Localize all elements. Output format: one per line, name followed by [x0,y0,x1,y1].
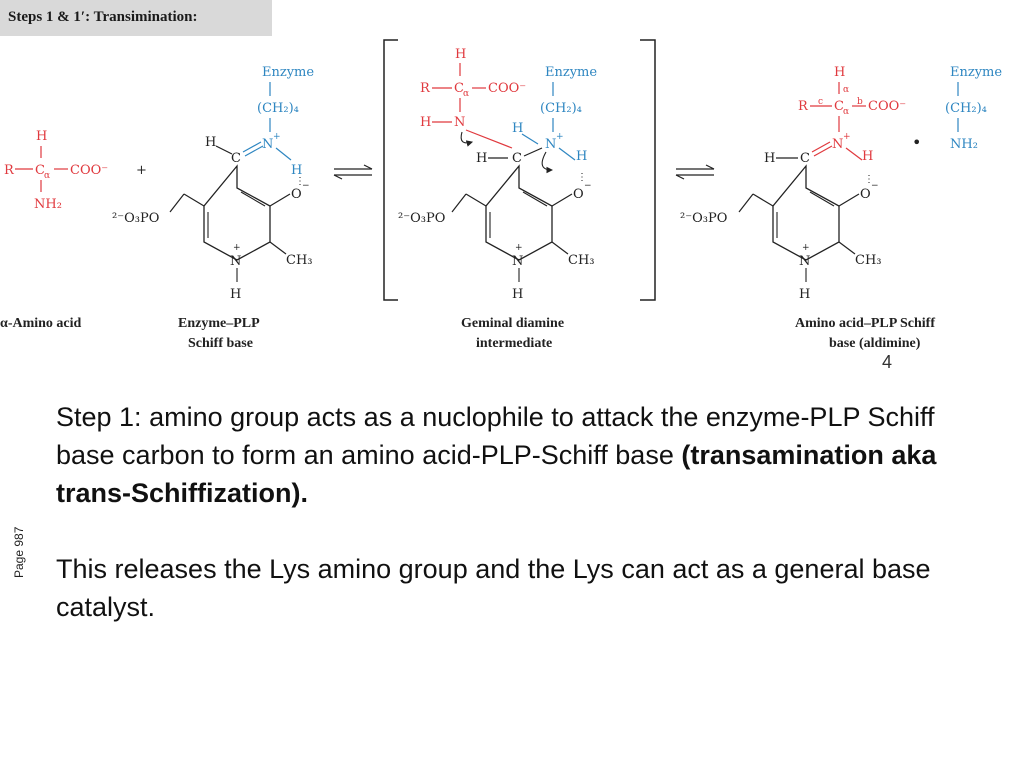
svg-text:H: H [455,47,466,62]
caption-geminal-1: Geminal diamine [461,316,564,331]
plus-sign: + [136,163,147,178]
enzyme-plp-structure: Enzyme (CH₂)₄ N + H H C O − ⋮ ²⁻O₃PO N +… [112,65,314,351]
svg-text:+: + [556,132,564,142]
reaction-diagram: H R C α COO⁻ NH₂ + α-Amino acid Enzyme (… [0,39,1002,351]
svg-text:⋮: ⋮ [295,176,305,187]
para1-bold: (transamination aka trans-Schiffization [56,440,937,508]
ald-ch3: CH₃ [855,253,882,268]
svg-text:H: H [576,149,587,164]
svg-text:H: H [862,149,873,164]
para1-plain: Step 1: amino group acts as a nuclophile… [56,402,935,470]
gd-o3po: ²⁻O₃PO [398,211,445,226]
svg-text:N: N [799,254,810,269]
svg-text:H: H [205,135,216,150]
geminal-diamine-structure: H R C α COO⁻ H N Enzyme (CH₂)₄ H N + H H… [398,47,597,351]
svg-text:R: R [798,99,809,114]
amino-acid-structure: H R C α COO⁻ NH₂ + α-Amino acid [0,129,147,331]
svg-text:R: R [420,81,431,96]
svg-text:α: α [463,89,469,99]
header-band: Steps 1 & 1′: Transimination: [0,0,272,36]
paragraph-lys: This releases the Lys amino group and th… [56,554,931,622]
svg-text:C: C [834,99,844,114]
svg-text:O: O [860,187,871,202]
svg-text:H: H [291,163,302,178]
svg-text:−: − [302,181,310,191]
svg-text:C: C [231,151,241,166]
svg-text:N: N [832,137,843,152]
svg-text:+: + [802,243,810,253]
svg-text:+: + [273,132,281,142]
svg-text:N: N [545,137,556,152]
svg-text:C: C [35,163,45,178]
ep-o3po: ²⁻O₃PO [112,211,159,226]
header-title: Steps 1 & 1′: Transimination: [8,9,198,25]
paragraph-step1: Step 1: amino group acts as a nuclophile… [56,398,986,512]
ep-ch2: (CH₂)₄ [257,101,299,116]
aa-coo: COO⁻ [70,163,108,178]
page-label: Page 987 [12,526,26,578]
svg-text:O: O [573,187,584,202]
svg-text:⋮: ⋮ [864,174,874,185]
body-text: Step 1: amino group acts as a nuclophile… [56,398,986,626]
svg-text:H: H [420,115,431,130]
lys-ch2: (CH₂)₄ [945,101,987,116]
slide-number: 4 [882,352,893,372]
ep-enzyme: Enzyme [262,65,314,80]
svg-text:O: O [291,187,302,202]
svg-text:H: H [512,287,523,302]
svg-text:C: C [512,151,522,166]
para1-close: ). [291,478,309,508]
svg-text:α: α [44,171,50,181]
svg-text:H: H [476,151,487,166]
svg-text:⋮: ⋮ [577,172,587,183]
ald-o3po: ²⁻O₃PO [680,211,727,226]
ep-ch3: CH₃ [286,253,313,268]
svg-text:H: H [799,287,810,302]
svg-text:H: H [230,287,241,302]
aa-h: H [36,129,47,144]
svg-text:N: N [262,137,273,152]
brackets [383,39,656,301]
svg-text:C: C [800,151,810,166]
lys-nh2: NH₂ [950,137,978,152]
svg-text:N: N [230,254,241,269]
svg-text:+: + [843,132,851,142]
caption-amino-acid: α-Amino acid [0,316,82,331]
svg-text:+: + [233,243,241,253]
gd-enzyme: Enzyme [545,65,597,80]
svg-text:+: + [515,243,523,253]
svg-text:N: N [512,254,523,269]
bullet-separator: • [912,133,921,152]
lys-enzyme: Enzyme [950,65,1002,80]
equilibrium-arrow-2 [675,164,715,180]
caption-geminal-2: intermediate [476,336,552,351]
aldimine-structure: H α R c C α b COO⁻ N + H H C O − ⋮ ²⁻O₃P… [680,65,1002,351]
gd-ch3: CH₃ [568,253,595,268]
caption-aldimine-1: Amino acid–PLP Schiff [795,316,935,331]
svg-text:−: − [584,181,592,191]
svg-text:C: C [454,81,464,96]
svg-text:−: − [871,181,879,191]
caption-enzyme-plp-1: Enzyme–PLP [178,316,260,331]
aa-r: R [4,163,15,178]
gd-ch2: (CH₂)₄ [540,101,582,116]
svg-text:α: α [843,85,849,95]
equilibrium-arrow-1 [333,164,373,180]
svg-text:H: H [512,121,523,136]
svg-text:b: b [857,97,863,107]
svg-text:H: H [834,65,845,80]
svg-text:N: N [454,115,465,130]
caption-enzyme-plp-2: Schiff base [188,336,253,351]
svg-text:α: α [843,107,849,117]
svg-text:H: H [764,151,775,166]
aa-nh2: NH₂ [34,197,62,212]
gd-coo: COO⁻ [488,81,526,96]
svg-text:c: c [818,97,823,107]
caption-aldimine-2: base (aldimine) [829,336,921,351]
ald-coo: COO⁻ [868,99,906,114]
